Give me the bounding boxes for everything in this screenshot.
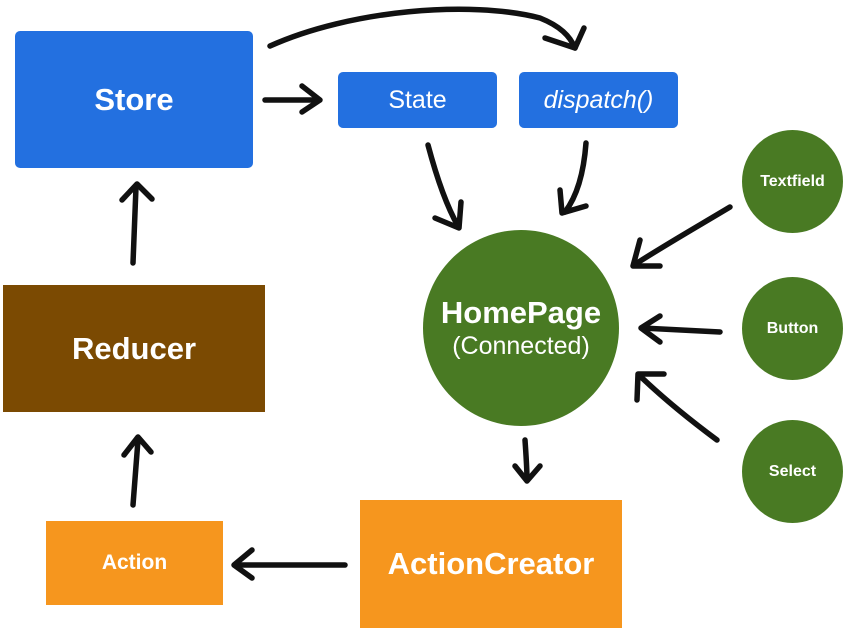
arrowhead-button-to-homepage — [638, 313, 663, 345]
arrowhead-homepage-to-actioncreator — [512, 463, 543, 484]
action-node: Action — [46, 521, 223, 605]
arrowhead-state-to-homepage — [432, 199, 464, 231]
arrow-homepage-to-actioncreator — [522, 437, 530, 483]
store-node: Store — [15, 31, 253, 168]
arrow-store-to-dispatch — [267, 6, 578, 51]
select-node: Select — [742, 420, 843, 523]
arrowhead-reducer-to-store — [119, 181, 155, 203]
arrowhead-store-to-dispatch — [542, 25, 587, 51]
actioncreator-label: ActionCreator — [387, 546, 595, 581]
arrow-textfield-to-homepage — [631, 204, 733, 268]
state-node: State — [338, 72, 497, 128]
homepage-node: HomePage (Connected) — [423, 230, 619, 426]
actioncreator-node: ActionCreator — [360, 500, 622, 628]
textfield-node: Textfield — [742, 130, 843, 233]
button-label: Button — [766, 319, 819, 337]
arrowhead-actioncreator-to-action — [231, 547, 255, 581]
reducer-label: Reducer — [71, 330, 197, 366]
select-label: Select — [768, 462, 817, 480]
arrow-state-to-homepage — [425, 142, 461, 229]
textfield-label: Textfield — [760, 172, 825, 190]
state-label: State — [388, 85, 447, 114]
arrow-select-to-homepage — [637, 373, 720, 443]
homepage-subtitle: (Connected) — [452, 332, 590, 360]
button-node: Button — [742, 277, 843, 380]
arrow-dispatch-to-homepage — [562, 140, 589, 215]
dispatch-node: dispatch() — [519, 72, 678, 128]
arrow-action-to-reducer — [130, 437, 141, 508]
arrowhead-store-to-state — [299, 83, 323, 115]
arrowhead-textfield-to-homepage — [630, 237, 663, 269]
arrowhead-select-to-homepage — [634, 371, 667, 403]
homepage-title: HomePage — [440, 295, 602, 330]
action-label: Action — [101, 551, 168, 574]
dispatch-label: dispatch() — [543, 85, 654, 114]
arrow-button-to-homepage — [639, 325, 723, 335]
arrowhead-action-to-reducer — [121, 434, 154, 458]
reducer-node: Reducer — [3, 285, 265, 412]
store-label: Store — [94, 81, 174, 117]
arrowhead-dispatch-to-homepage — [557, 187, 589, 216]
arrow-reducer-to-store — [130, 184, 139, 266]
